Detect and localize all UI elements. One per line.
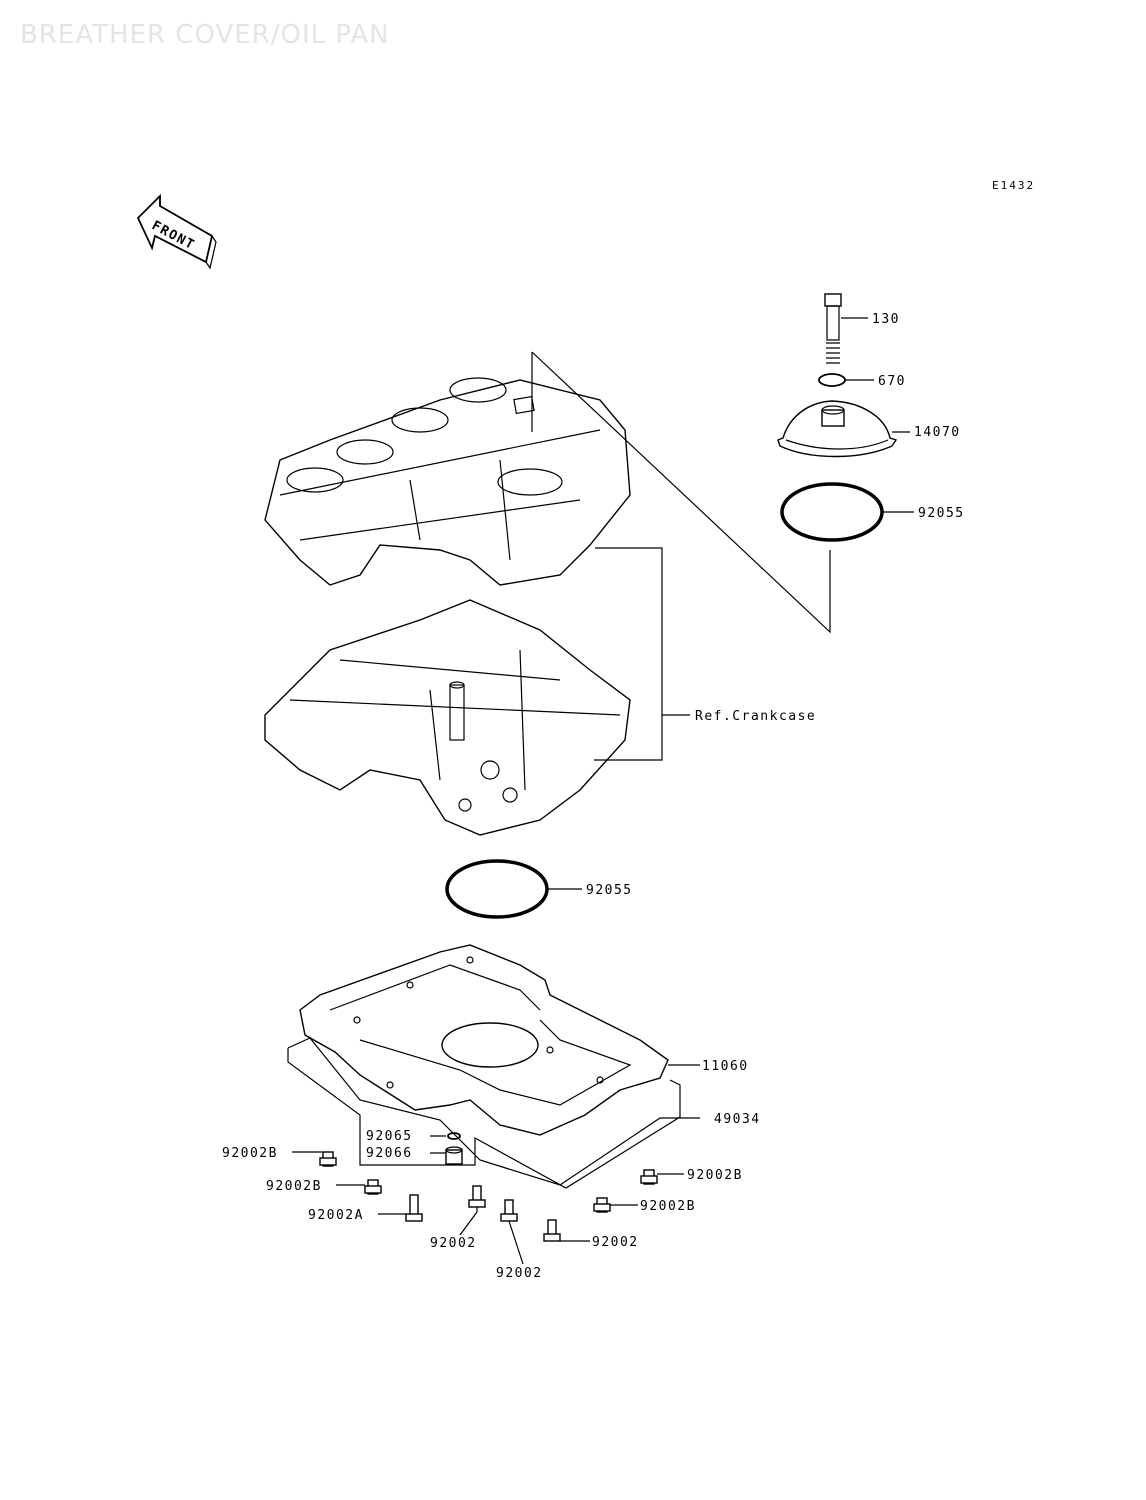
o-ring-92055-top <box>780 482 914 542</box>
callout-ref-crankcase: Ref.Crankcase <box>695 709 816 724</box>
callout-92002b-3: 92002B <box>687 1168 743 1183</box>
callout-670: 670 <box>878 374 906 389</box>
bolt-92002-2 <box>500 1199 524 1265</box>
callout-49034: 49034 <box>714 1112 761 1127</box>
crankcase-bracket <box>594 547 690 761</box>
diagram-title-watermark: BREATHER COVER/OIL PAN <box>20 20 390 50</box>
callout-92055-top: 92055 <box>918 506 965 521</box>
callout-92002b-1: 92002B <box>222 1146 278 1161</box>
oil-pan-gasket-11060 <box>299 944 700 1136</box>
callout-92002-3: 92002 <box>592 1235 639 1250</box>
oil-pan-49034 <box>287 1037 700 1189</box>
lower-crankcase <box>264 599 631 836</box>
callout-92055-middle: 92055 <box>586 883 633 898</box>
pan-bolts <box>292 1151 684 1265</box>
breather-cover-14070 <box>777 400 910 458</box>
o-ring-670 <box>818 373 874 387</box>
front-arrow-icon: FRONT <box>136 193 217 270</box>
callout-92002-1: 92002 <box>430 1236 477 1251</box>
callout-14070: 14070 <box>914 425 961 440</box>
bolt-92002b-2 <box>336 1179 382 1195</box>
callout-92002-2: 92002 <box>496 1266 543 1281</box>
diagram-code: E1432 <box>992 179 1036 192</box>
upper-crankcase <box>264 377 631 586</box>
bolt-92002b-1 <box>292 1151 337 1167</box>
breather-leader-line <box>531 351 831 634</box>
callout-92065: 92065 <box>366 1129 413 1144</box>
callout-92002b-2: 92002B <box>266 1179 322 1194</box>
callout-92066: 92066 <box>366 1146 413 1161</box>
bolt-92002-1 <box>459 1185 486 1236</box>
o-ring-92055-middle <box>445 859 582 919</box>
bolt-92002b-4 <box>593 1197 638 1213</box>
bolt-92002b-3 <box>640 1169 684 1185</box>
callout-92002b-4: 92002B <box>640 1199 696 1214</box>
callout-92002a: 92002A <box>308 1208 364 1223</box>
callout-130: 130 <box>872 312 900 327</box>
drain-plug-92066 <box>430 1132 463 1165</box>
bolt-92002a <box>378 1194 423 1222</box>
callout-11060: 11060 <box>702 1059 749 1074</box>
bolt-92002-3 <box>543 1219 590 1242</box>
bolt-130 <box>824 293 868 364</box>
